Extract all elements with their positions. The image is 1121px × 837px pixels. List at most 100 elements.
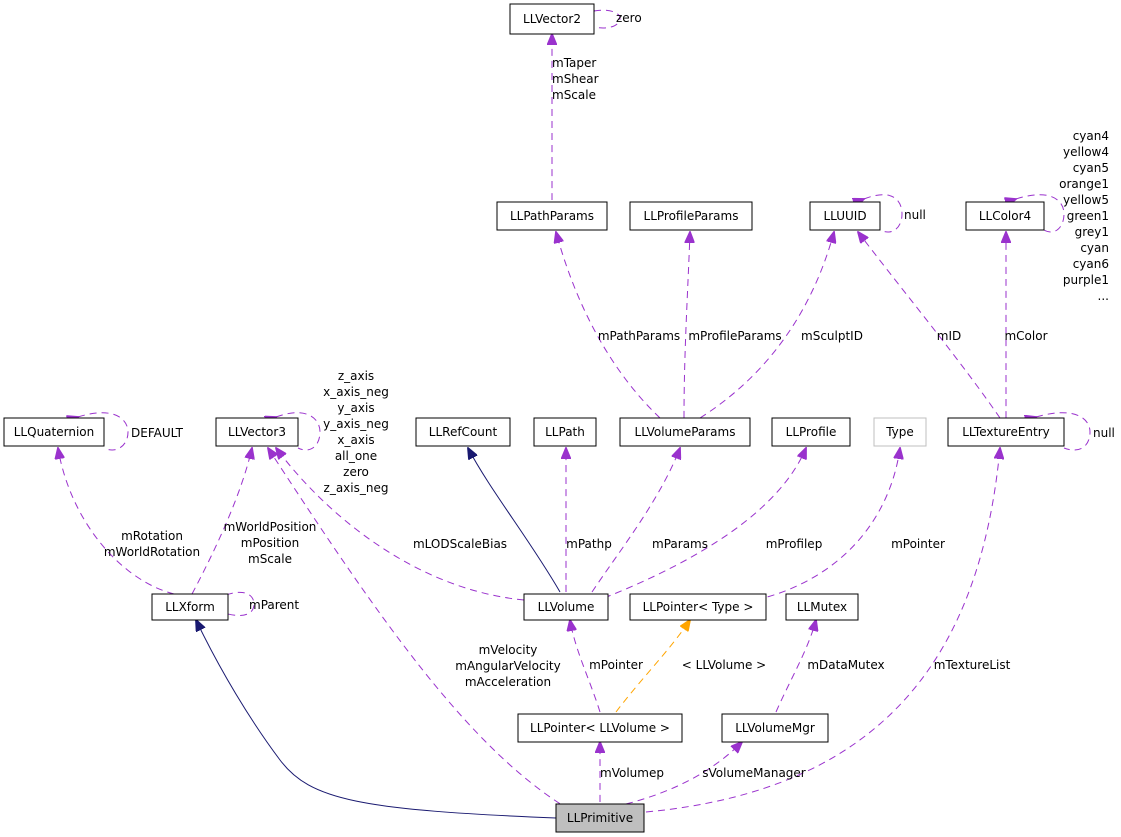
edge-label-line: mParams — [652, 537, 708, 551]
node-llvolumemgr[interactable]: LLVolumeMgr — [721, 713, 829, 743]
edge-label-line: mPathParams — [598, 329, 680, 343]
edge-label-line: < LLVolume > — [682, 658, 766, 672]
node-llmutex[interactable]: LLMutex — [785, 593, 859, 621]
edge-pathparams-volumeparams — [556, 232, 661, 419]
edge-textureentry-self — [1036, 412, 1091, 451]
svg-text:LLPointer< Type >: LLPointer< Type > — [643, 600, 754, 614]
node-llpath[interactable]: LLPath — [533, 417, 597, 447]
edge-vector3-volume — [276, 448, 525, 601]
label-xform-self: mParent — [249, 598, 299, 612]
node-llvolume[interactable]: LLVolume — [523, 593, 609, 621]
label-vector2-self: zero — [616, 11, 642, 25]
label-uuid-self: null — [904, 208, 926, 222]
edge-textureentry-primitive — [645, 448, 1000, 813]
svg-text:LLTextureEntry: LLTextureEntry — [962, 425, 1050, 439]
edge-type-pointertype — [755, 448, 900, 601]
edge-mutex-volumemgr — [775, 620, 816, 713]
edge-volumemgr-primitive — [625, 742, 742, 805]
edge-label-line: green1 — [1067, 209, 1109, 223]
edge-uuid-textureentry — [858, 232, 1001, 419]
edge-label-line: mTaper — [552, 56, 596, 70]
node-llrefcount[interactable]: LLRefCount — [415, 417, 511, 447]
svg-text:LLPointer< LLVolume >: LLPointer< LLVolume > — [530, 721, 670, 735]
svg-text:LLVolumeMgr: LLVolumeMgr — [735, 721, 815, 735]
label-quaternion-self: DEFAULT — [131, 426, 184, 440]
edge-label-line: orange1 — [1059, 177, 1109, 191]
node-llprofile[interactable]: LLProfile — [771, 417, 851, 447]
node-llquaternion[interactable]: LLQuaternion — [3, 417, 105, 447]
edge-label-line: null — [904, 208, 926, 222]
edge-label-line: mScale — [248, 552, 292, 566]
edge-vector2-self — [594, 10, 621, 29]
edge-label-line: mPosition — [241, 536, 299, 550]
edge-uuid-volumeparams — [699, 232, 834, 419]
edge-label-line: all_one — [335, 449, 377, 463]
label-volumeparams-volume: mParams — [652, 537, 708, 551]
edge-label-line: mAngularVelocity — [455, 659, 560, 673]
edge-refcount-volume — [468, 448, 561, 593]
node-llcolor4[interactable]: LLColor4 — [965, 201, 1045, 231]
edge-label-line: mColor — [1004, 329, 1047, 343]
svg-text:LLProfileParams: LLProfileParams — [644, 209, 739, 223]
node-type[interactable]: Type — [873, 417, 927, 447]
edge-label-line: null — [1093, 426, 1115, 440]
svg-text:LLPrimitive: LLPrimitive — [567, 811, 633, 825]
node-llprimitive[interactable]: LLPrimitive — [555, 803, 645, 833]
label-profileparams-volumeparams: mProfileParams — [688, 329, 781, 343]
node-lltextureentry[interactable]: LLTextureEntry — [947, 417, 1065, 447]
edge-label-line: mDataMutex — [807, 658, 884, 672]
svg-text:LLVolume: LLVolume — [538, 600, 595, 614]
edge-volume-pointerllvolume — [570, 620, 601, 713]
node-llpointer-llvolume[interactable]: LLPointer< LLVolume > — [517, 713, 683, 743]
svg-text:LLUUID: LLUUID — [823, 209, 866, 223]
edge-quaternion-self — [78, 412, 129, 451]
edge-label-line: mPointer — [589, 658, 643, 672]
edge-label-line: cyan6 — [1073, 257, 1109, 271]
edge-label-line: mProfileParams — [688, 329, 781, 343]
edge-label-line: y_axis — [337, 401, 374, 415]
edge-label-line: zero — [616, 11, 642, 25]
edge-vector3-self — [276, 412, 321, 451]
svg-text:LLRefCount: LLRefCount — [429, 425, 498, 439]
node-llvolumeparams[interactable]: LLVolumeParams — [619, 417, 751, 447]
edge-label-line: mParent — [249, 598, 299, 612]
edge-label-line: mTextureList — [934, 658, 1011, 672]
node-llxform[interactable]: LLXform — [151, 593, 229, 621]
label-pointertype-pointerllvolume: < LLVolume > — [682, 658, 766, 672]
node-llvector3[interactable]: LLVector3 — [215, 417, 299, 447]
edge-label-line: purple1 — [1063, 273, 1109, 287]
node-lluuid[interactable]: LLUUID — [809, 201, 881, 231]
edge-vector3-xform — [191, 448, 252, 595]
edge-label-line: sVolumeManager — [702, 766, 806, 780]
edge-volumeparams-volume — [591, 448, 680, 593]
edge-label-line: mVelocity — [479, 643, 538, 657]
svg-text:LLPath: LLPath — [545, 425, 585, 439]
edge-label-line: cyan4 — [1073, 129, 1109, 143]
edge-quaternion-xform — [58, 448, 175, 595]
edge-label-line: yellow4 — [1063, 145, 1109, 159]
edge-label-line: y_axis_neg — [323, 417, 389, 431]
edge-label-line: mPathp — [566, 537, 612, 551]
edge-label-line: ... — [1098, 289, 1109, 303]
edge-label-line: mLODScaleBias — [413, 537, 507, 551]
svg-text:LLVector2: LLVector2 — [523, 12, 581, 26]
label-volumemgr-primitive: sVolumeManager — [702, 766, 806, 780]
label-textureentry-primitive: mTextureList — [934, 658, 1011, 672]
node-llprofileparams[interactable]: LLProfileParams — [629, 201, 753, 231]
node-llpointer-type[interactable]: LLPointer< Type > — [629, 593, 767, 621]
edge-xform-primitive — [196, 620, 557, 819]
label-vector3-volume: mLODScaleBias — [413, 537, 507, 551]
label-pathparams-volumeparams: mPathParams — [598, 329, 680, 343]
node-llpathparams[interactable]: LLPathParams — [496, 201, 608, 231]
edge-label-line: mVolumep — [600, 766, 664, 780]
edge-label-line: mRotation — [121, 529, 183, 543]
edge-profile-volume — [603, 448, 806, 599]
node-llvector2[interactable]: LLVector2 — [509, 3, 595, 35]
svg-text:LLMutex: LLMutex — [797, 600, 847, 614]
svg-text:LLProfile: LLProfile — [786, 425, 837, 439]
